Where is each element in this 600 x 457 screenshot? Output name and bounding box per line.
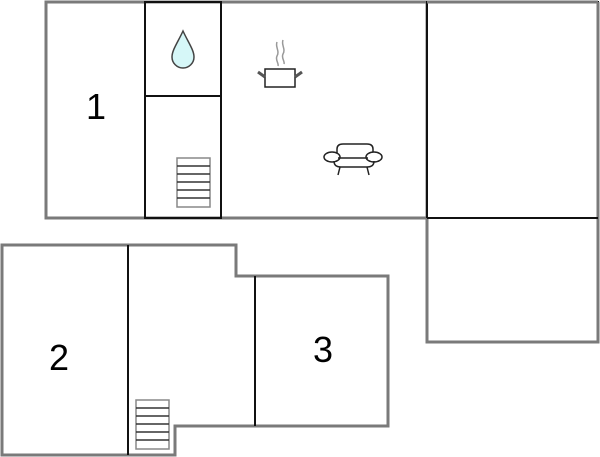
cooking-pot-icon — [257, 39, 303, 88]
right-room — [426, 1, 599, 219]
room-label-2: 2 — [49, 337, 69, 378]
staircase-icon — [135, 399, 170, 450]
sofa-icon — [323, 143, 383, 176]
lower-floor-outline — [0, 243, 390, 457]
right-annex — [425, 218, 600, 344]
room-label-3: 3 — [313, 329, 333, 370]
bathroom-stair-column — [144, 1, 222, 219]
water-drop-icon — [171, 29, 195, 69]
upper-floor-outline — [44, 0, 429, 220]
upper-floor: 1 — [44, 0, 600, 344]
staircase-icon — [176, 157, 211, 208]
lower-floor: 2 3 — [0, 243, 390, 457]
room-label-1: 1 — [86, 86, 106, 127]
